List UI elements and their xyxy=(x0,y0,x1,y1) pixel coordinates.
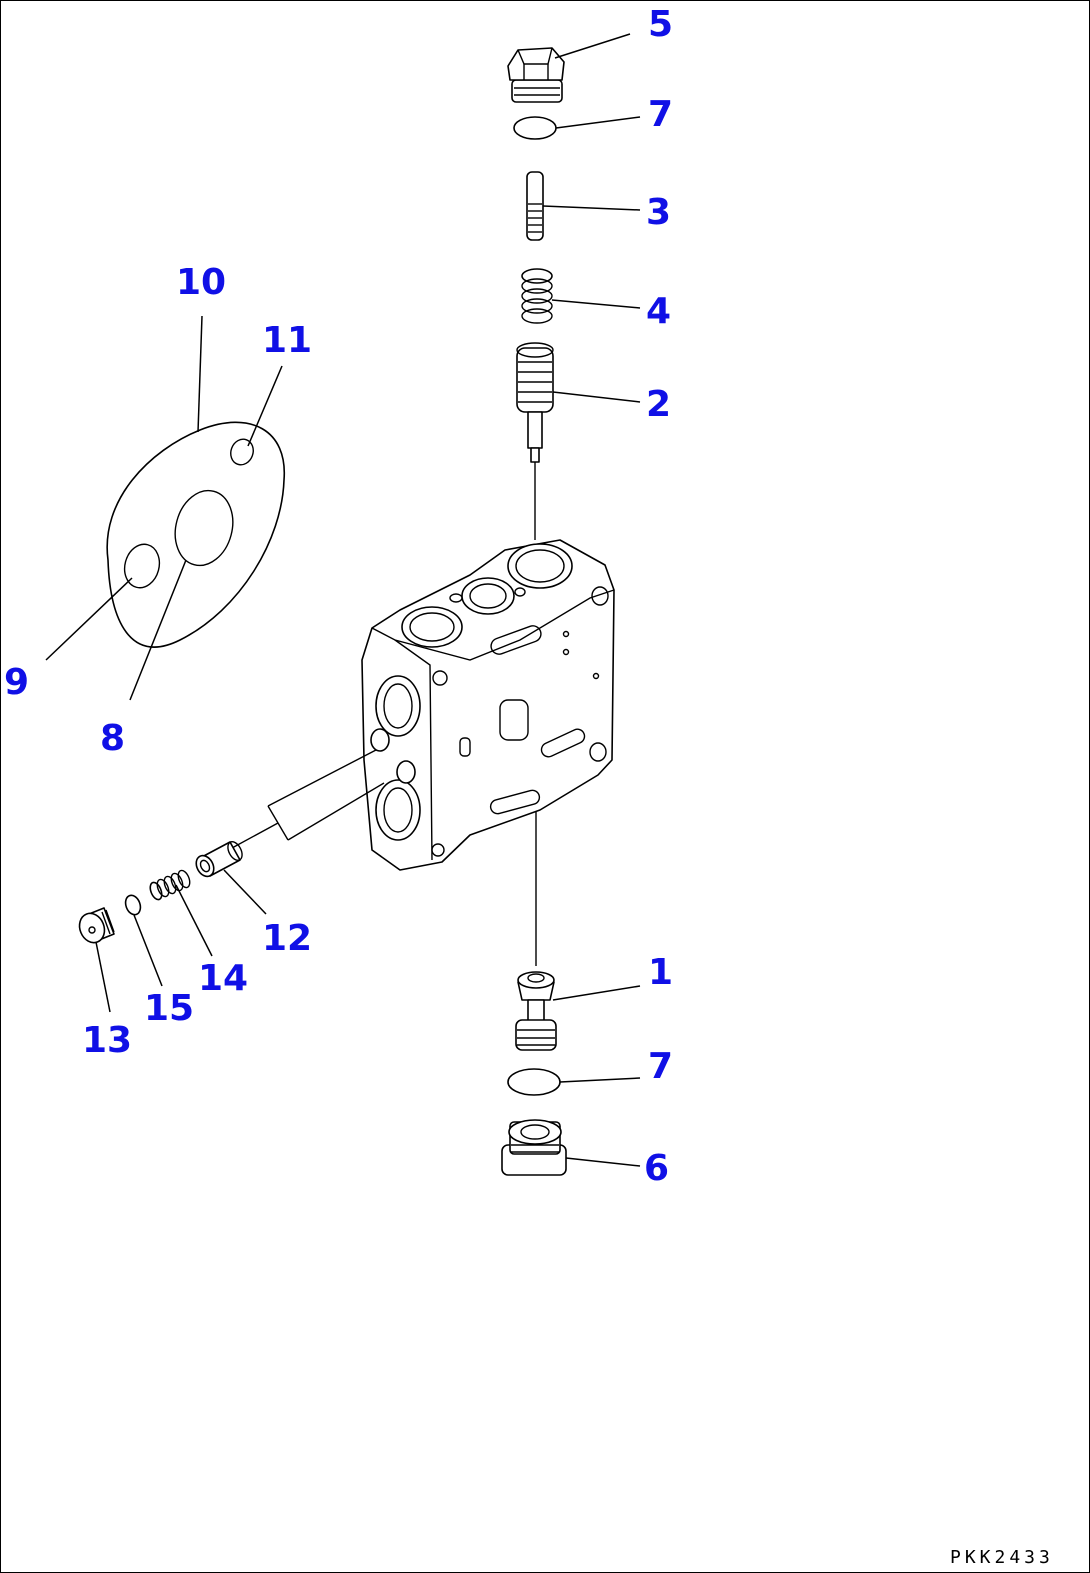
part-2-valve xyxy=(516,342,554,540)
part-13-plug xyxy=(78,907,115,944)
projection-guide xyxy=(231,749,385,849)
callout-7-upper: 7 xyxy=(648,94,673,135)
part-12-sleeve xyxy=(195,841,243,878)
part-6-plug xyxy=(501,1119,567,1176)
callout-9: 9 xyxy=(4,662,29,703)
part-7-lower-o-ring xyxy=(507,1068,561,1096)
callout-1: 1 xyxy=(648,952,673,993)
part-8-large-hole xyxy=(174,489,234,567)
part-4-spring xyxy=(521,268,553,324)
callout-14: 14 xyxy=(198,958,248,999)
callout-4: 4 xyxy=(646,291,671,332)
callout-2: 2 xyxy=(646,384,671,425)
callout-13: 13 xyxy=(82,1020,132,1061)
callout-5: 5 xyxy=(648,4,673,45)
callout-15: 15 xyxy=(144,988,194,1029)
part-15-o-ring xyxy=(124,894,142,916)
part-10-gasket xyxy=(106,421,285,648)
callout-3: 3 xyxy=(646,192,671,233)
leader-lines xyxy=(45,33,641,1167)
valve-body xyxy=(361,539,615,966)
callout-11: 11 xyxy=(262,320,312,361)
part-14-spring xyxy=(149,869,191,901)
callout-8: 8 xyxy=(100,718,125,759)
part-1-poppet xyxy=(515,971,557,1051)
callout-labels: 5 7 3 4 2 10 11 9 8 12 14 15 13 1 7 6 xyxy=(4,4,673,1189)
callout-10: 10 xyxy=(176,262,226,303)
part-11-small-hole xyxy=(230,438,254,466)
part-3-pin xyxy=(526,171,544,241)
part-5-plug xyxy=(507,47,565,103)
callout-12: 12 xyxy=(262,918,312,959)
part-7-upper-o-ring xyxy=(513,116,557,140)
part-9-medium-hole xyxy=(123,543,161,589)
drawing-number: PKK2433 xyxy=(950,1547,1054,1568)
callout-7-lower: 7 xyxy=(648,1046,673,1087)
callout-6: 6 xyxy=(644,1148,669,1189)
